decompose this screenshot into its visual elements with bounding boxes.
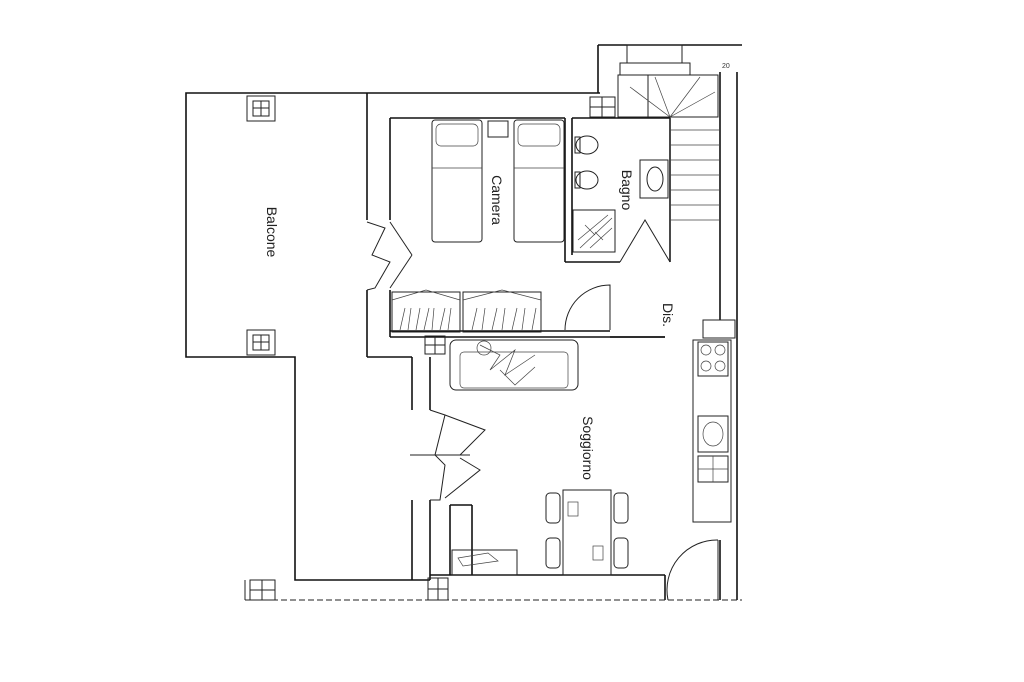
window-icon xyxy=(246,95,276,122)
beds xyxy=(431,119,565,243)
staircase: 20 xyxy=(617,44,730,262)
room-label-balcone: Balcone xyxy=(264,207,280,258)
window-icon xyxy=(427,577,449,601)
room-label-soggiorno: Soggiorno xyxy=(580,416,596,480)
armchair xyxy=(451,549,518,576)
window-icon xyxy=(589,96,616,118)
stair-marker: 20 xyxy=(722,63,730,70)
windows xyxy=(246,95,616,601)
sofa xyxy=(449,339,579,391)
room-label-dis: Dis. xyxy=(660,303,676,327)
door-swings xyxy=(564,219,719,601)
balcony-door xyxy=(366,221,413,291)
window-icon xyxy=(424,335,446,355)
kitchen-counter xyxy=(692,319,736,523)
window-icon xyxy=(249,579,276,601)
dining-table xyxy=(545,489,629,576)
window-icon xyxy=(246,329,276,356)
bathroom-fixtures xyxy=(572,135,669,253)
living-door xyxy=(410,409,486,501)
room-label-bagno: Bagno xyxy=(619,170,635,211)
balcony-outline xyxy=(185,92,430,581)
room-label-camera: Camera xyxy=(489,175,505,225)
wardrobes xyxy=(391,289,542,333)
